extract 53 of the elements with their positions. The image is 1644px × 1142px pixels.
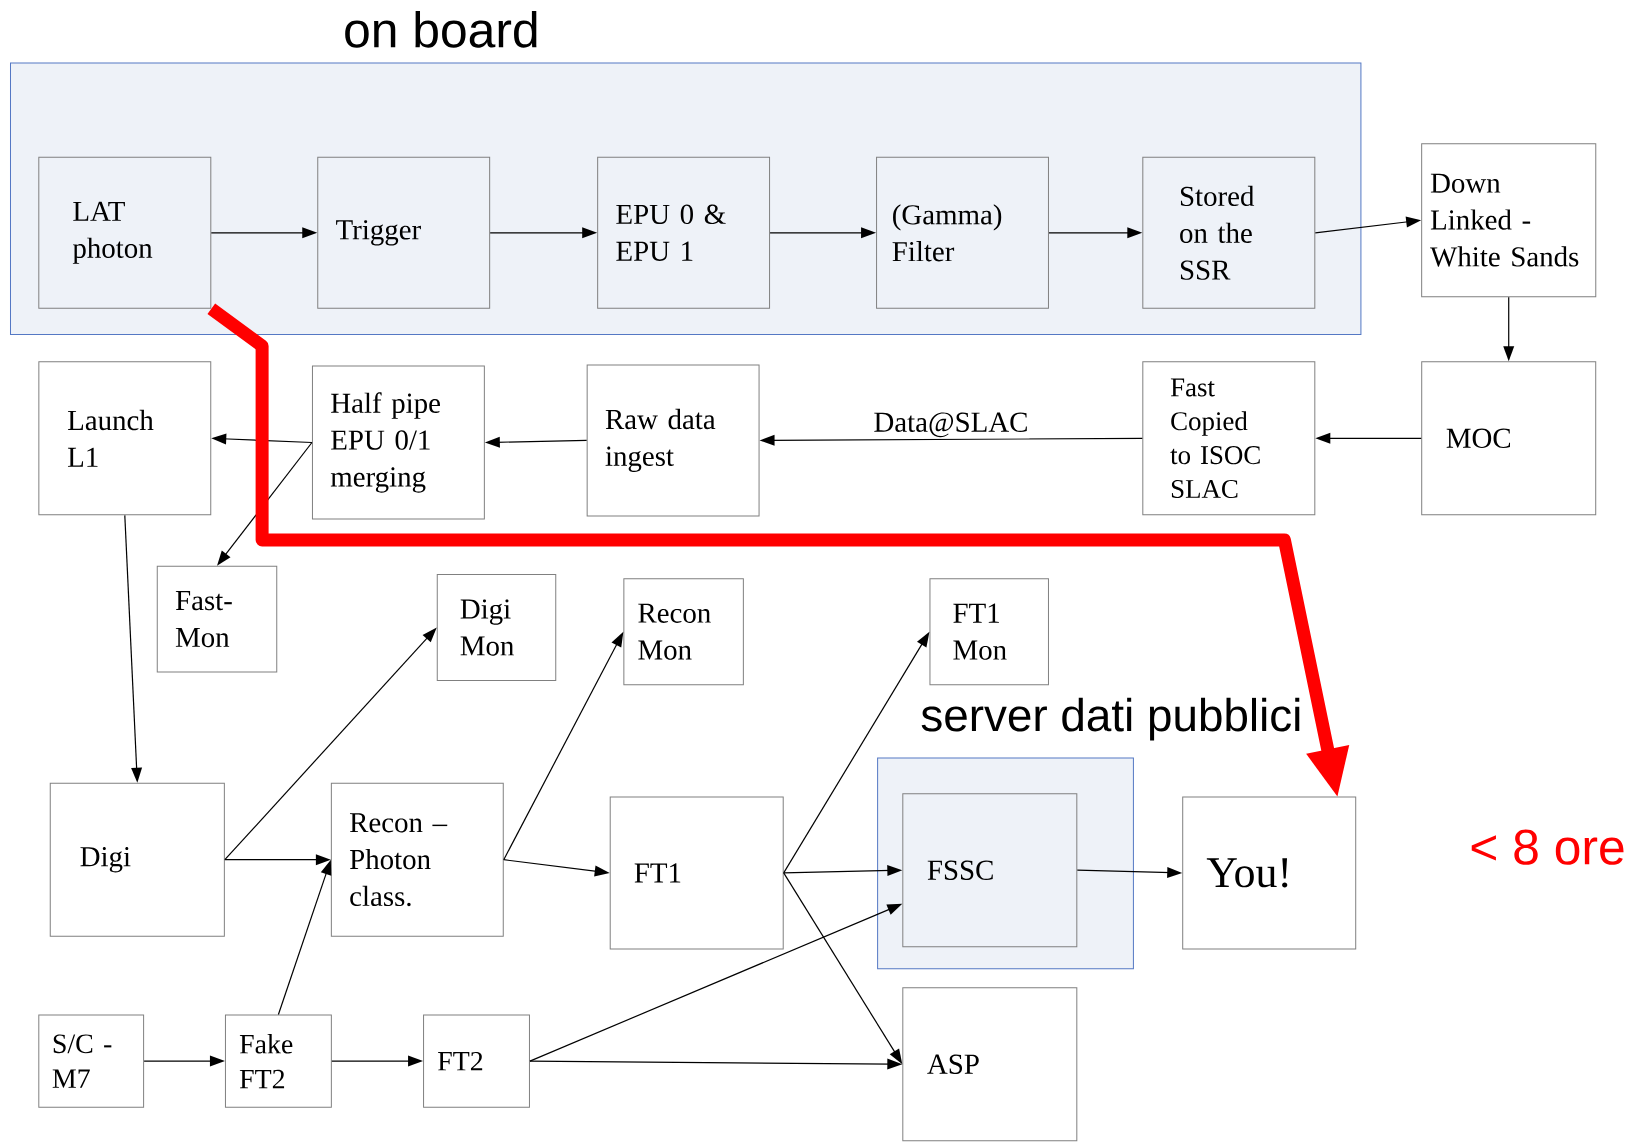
arrow — [1315, 432, 1422, 444]
arrow — [224, 854, 331, 866]
edge-label: Data@SLAC — [872, 411, 1030, 439]
arrow — [143, 1055, 225, 1067]
arrow — [1503, 296, 1515, 362]
panel-heading: on board — [345, 11, 537, 48]
process-box: Fast Copied to ISOC SLAC — [1142, 361, 1316, 516]
process-box: FT1 Mon — [929, 578, 1049, 686]
process-box: Trigger — [317, 156, 491, 309]
arrow — [277, 859, 332, 1016]
arrow — [529, 903, 903, 1062]
note-text: < 8 ore — [1471, 829, 1624, 865]
arrow — [1076, 867, 1183, 878]
arrow — [503, 859, 610, 877]
process-box: Recon Mon — [623, 578, 744, 686]
arrow — [503, 631, 624, 861]
arrow — [124, 514, 143, 783]
process-box: LAT photon — [38, 156, 212, 309]
arrow — [224, 627, 437, 861]
process-box: Recon – Photon class. — [330, 782, 504, 937]
arrow — [783, 631, 930, 874]
arrow — [529, 1058, 903, 1070]
process-box: (Gamma) Filter — [876, 156, 1049, 309]
process-box: ASP — [902, 987, 1078, 1142]
arrow — [1314, 216, 1422, 234]
process-box: Down Linked - White Sands — [1421, 143, 1597, 298]
process-box: S/C - M7 — [38, 1014, 145, 1108]
process-box: MOC — [1421, 361, 1597, 516]
process-box: FT1 — [609, 796, 784, 950]
process-box: Half pipe EPU 0/1 merging — [311, 365, 485, 520]
process-box: Launch L1 — [38, 361, 212, 516]
arrow — [769, 227, 877, 239]
arrow — [1048, 227, 1143, 239]
process-box: EPU 0 & EPU 1 — [597, 156, 771, 309]
arrow — [484, 436, 588, 448]
arrow — [759, 434, 1143, 446]
process-box: FT2 — [423, 1014, 530, 1108]
process-box: You! — [1182, 796, 1357, 950]
arrow — [489, 227, 598, 239]
arrow — [210, 227, 318, 239]
process-box: Digi — [49, 782, 225, 937]
arrow — [207, 303, 1350, 797]
process-box: Fake FT2 — [224, 1014, 332, 1108]
arrow — [783, 872, 903, 1065]
arrow — [211, 433, 313, 445]
panel-heading: server dati pubblici — [921, 697, 1300, 741]
arrow — [331, 1055, 424, 1067]
process-box: FSSC — [902, 793, 1078, 948]
arrow — [783, 865, 903, 877]
process-box: Fast-Mon — [156, 565, 278, 673]
process-box: Stored on the SSR — [1142, 156, 1316, 309]
process-box: Digi Mon — [436, 574, 557, 681]
process-box: Raw data ingest — [586, 364, 760, 517]
